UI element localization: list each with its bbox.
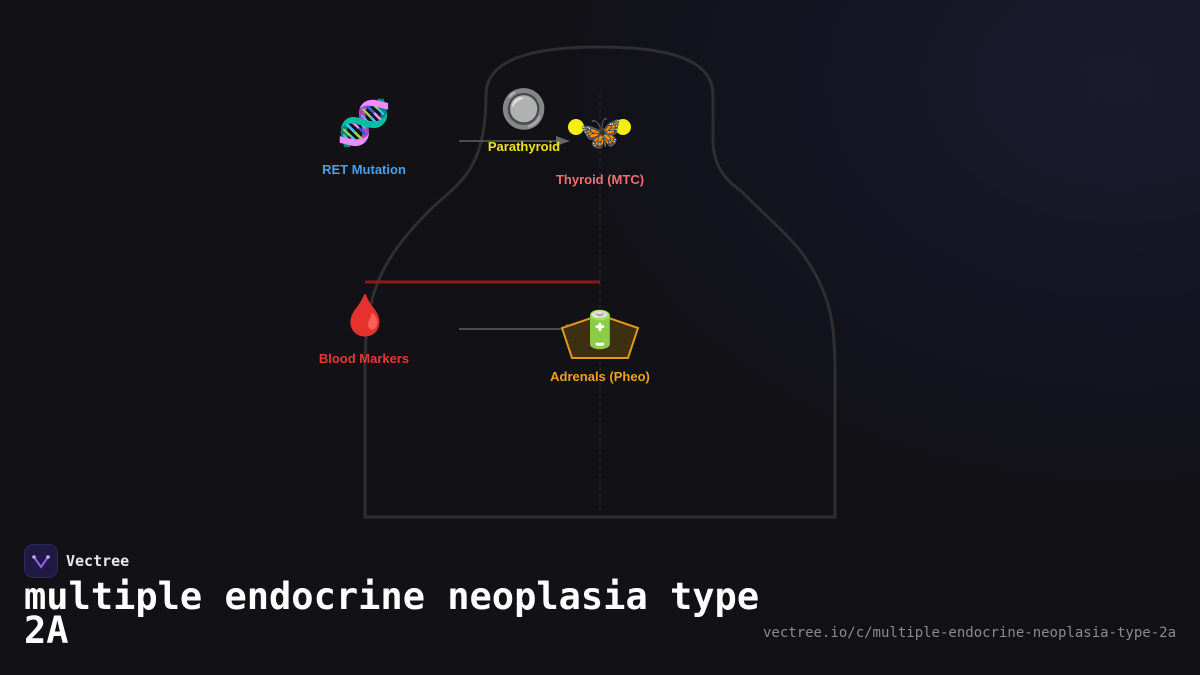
- parathyroid-dot-right: [615, 119, 631, 135]
- label-parathyroid: Parathyroid: [487, 139, 561, 154]
- brand-name: Vectree: [66, 552, 130, 570]
- vectree-logo-icon: [24, 544, 58, 578]
- brand: Vectree: [24, 544, 129, 578]
- page-title: multiple endocrine neoplasia type 2A: [24, 575, 760, 652]
- body-silhouette: [363, 45, 837, 519]
- label-blood-markers: Blood Markers: [318, 351, 410, 366]
- label-adrenals: Adrenals (Pheo): [550, 369, 650, 384]
- label-thyroid: Thyroid (MTC): [555, 172, 645, 187]
- label-ret-mutation: RET Mutation: [322, 162, 406, 177]
- parathyroid-gland-icon: 🔘: [500, 87, 548, 131]
- blood-drop-icon: 🩸: [340, 293, 390, 339]
- brand-logo-slot: [24, 544, 58, 578]
- parathyroid-dot-left: [568, 119, 584, 135]
- battery-icon: 🔋: [577, 310, 623, 351]
- butterfly-icon: 🦋: [579, 113, 623, 153]
- dna-icon: 🧬: [336, 98, 392, 149]
- source-url[interactable]: vectree.io/c/multiple-endocrine-neoplasi…: [762, 625, 1176, 641]
- adrenal-gland-shape: [560, 313, 640, 359]
